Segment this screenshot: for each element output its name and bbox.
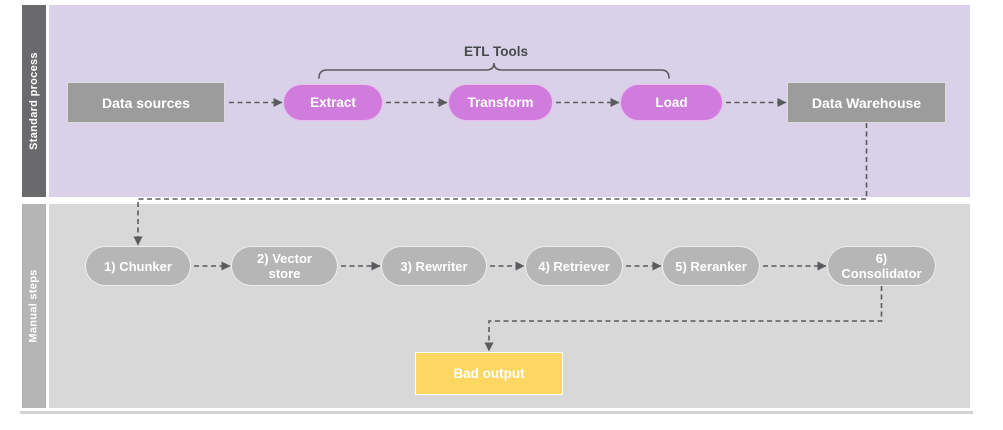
node-load: Load — [620, 84, 723, 121]
bottom-divider — [20, 411, 973, 414]
node-data-sources: Data sources — [67, 82, 225, 123]
node-extract: Extract — [283, 84, 383, 121]
lane-manual-steps-label: Manual steps — [28, 269, 41, 343]
node-data-warehouse: Data Warehouse — [787, 82, 946, 123]
node-rewriter: 3) Rewriter — [381, 246, 487, 286]
node-retriever: 4) Retriever — [525, 246, 623, 286]
node-bad-output: Bad output — [415, 352, 563, 395]
node-vector-store: 2) Vector store — [231, 246, 338, 286]
node-consolidator: 6) Consolidator — [827, 246, 936, 286]
node-chunker: 1) Chunker — [85, 246, 191, 286]
node-transform: Transform — [448, 84, 553, 121]
node-reranker: 5) Reranker — [662, 246, 760, 286]
etl-tools-group-label: ETL Tools — [464, 44, 528, 59]
lane-standard-process-sidebar: Standard process — [22, 5, 46, 197]
lane-manual-steps-sidebar: Manual steps — [22, 204, 46, 408]
lane-standard-process-label: Standard process — [28, 52, 41, 150]
